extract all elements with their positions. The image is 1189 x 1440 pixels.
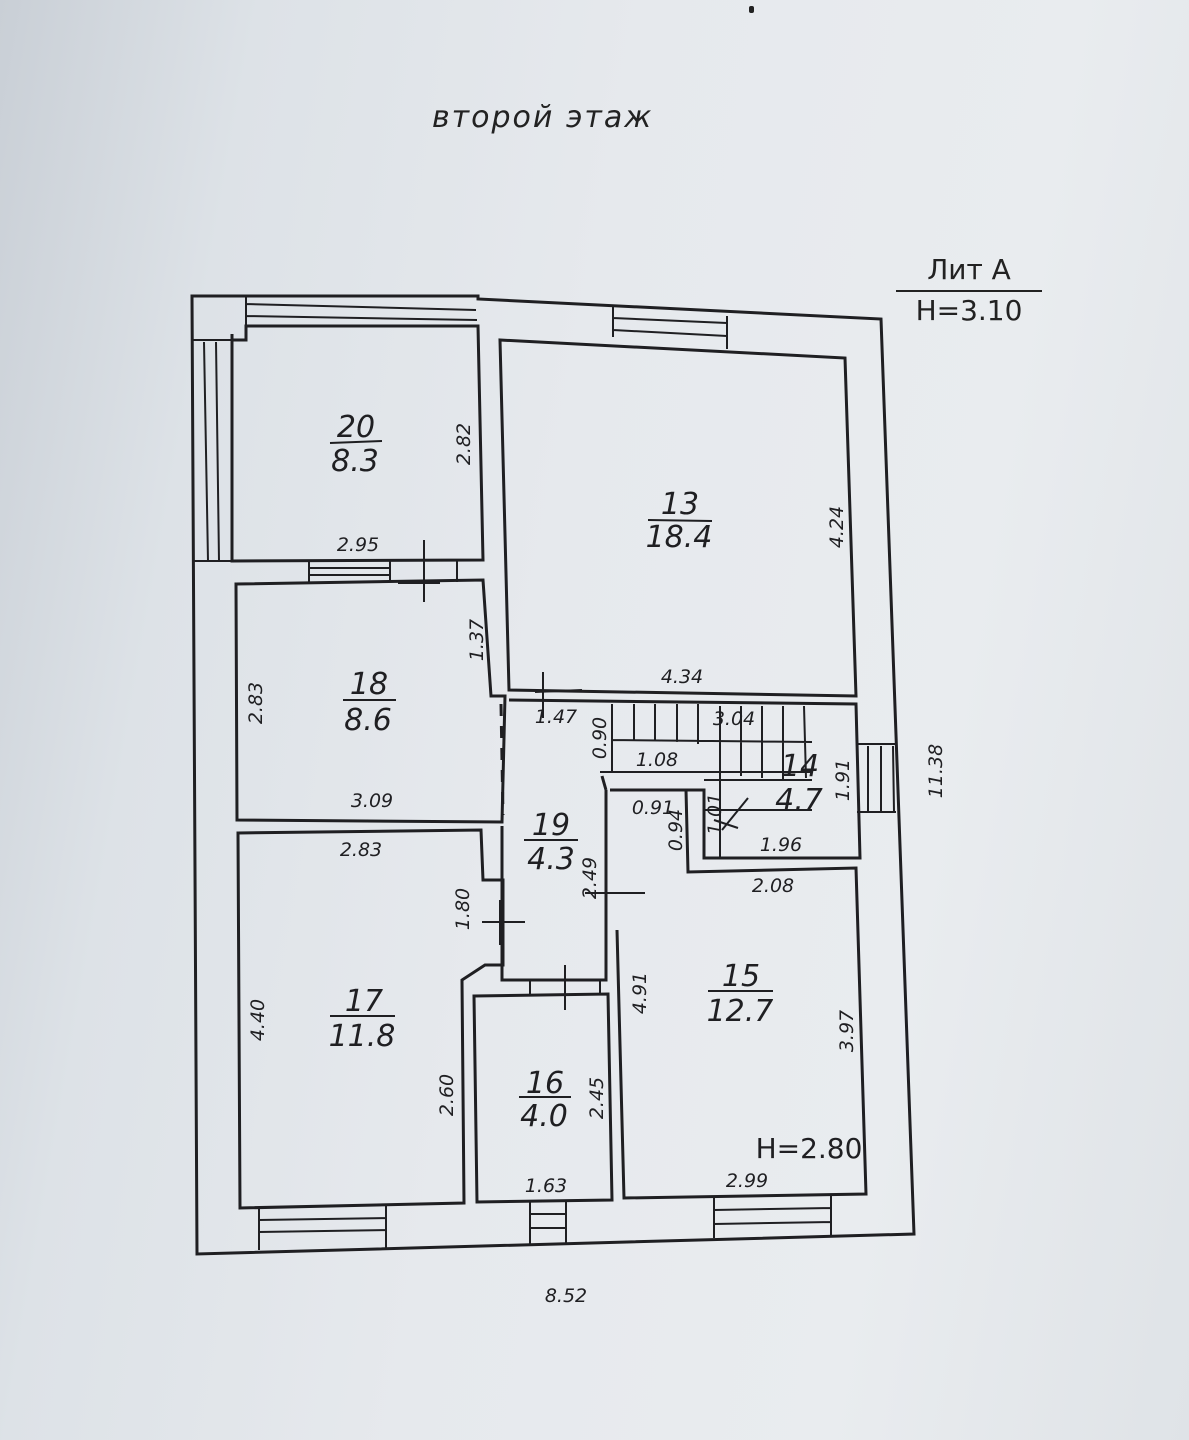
window-room-20-left	[192, 339, 232, 562]
dim-corridor-width: 1.47	[535, 706, 577, 728]
door-corridor	[534, 672, 583, 718]
dim-r17-bottom: 2.60	[436, 1074, 458, 1116]
dim-r15-right: 3.97	[836, 1010, 858, 1052]
corridor-outline	[508, 698, 862, 860]
window-room-15-bottom	[713, 1196, 832, 1238]
dim-corridor-b: 1.08	[636, 749, 678, 771]
dim-r19-b: 0.94	[665, 809, 687, 851]
lit-height: Н=3.10	[915, 294, 1023, 327]
room-area: 4.0	[520, 1099, 568, 1134]
room-label-17: 17 11.8	[329, 984, 396, 1054]
dim-r18-side: 1.37	[466, 619, 488, 661]
label-divider	[329, 440, 383, 444]
lit-label: Лит А Н=3.10	[896, 253, 1042, 327]
dim-r20-height: 2.82	[453, 423, 475, 465]
speck-mark	[749, 6, 754, 13]
window-room-17-bottom	[258, 1204, 387, 1250]
lit-divider	[896, 290, 1042, 292]
outer-wall-inner	[230, 324, 478, 340]
dim-r15-left: 4.91	[629, 972, 651, 1014]
floor-title: второй этаж	[432, 100, 654, 135]
window-stair-right	[857, 743, 896, 813]
dim-r16-width: 1.63	[525, 1175, 567, 1197]
label-divider	[647, 519, 713, 522]
room-15-outline	[614, 788, 868, 1200]
room-number: 13	[661, 487, 699, 522]
stair-steps	[600, 704, 813, 858]
room-number: 19	[532, 808, 570, 843]
dim-r17-side: 1.80	[452, 888, 474, 930]
window-room-16-bottom	[529, 1202, 567, 1244]
stair-arrow	[713, 797, 749, 831]
lit-name: Лит А	[927, 253, 1011, 286]
outer-wall-outer	[190, 294, 916, 1256]
dim-stair-height: 1.91	[832, 759, 854, 801]
room-16-outline	[472, 992, 614, 1204]
room-area: 4.7	[775, 783, 823, 818]
door-room-17	[482, 900, 525, 945]
dim-corridor-a: 0.90	[589, 717, 611, 759]
dim-r15-width: 2.08	[752, 875, 794, 897]
dim-r16-height: 2.45	[586, 1077, 608, 1119]
room-13-outline	[498, 338, 858, 698]
window-room-20-top	[245, 296, 478, 326]
room-label-15: 15 12.7	[707, 959, 774, 1029]
room-label-20: 20 8.3	[329, 410, 383, 479]
room-number: 20	[337, 410, 375, 445]
room-area: 11.8	[329, 1019, 396, 1054]
room-area: 12.7	[707, 994, 774, 1029]
room-label-16: 16 4.0	[519, 1066, 571, 1134]
dim-total-height: 11.38	[925, 744, 947, 798]
room-number: 14	[781, 749, 819, 784]
dim-r13-width: 4.34	[661, 666, 703, 688]
dim-r13-height: 4.24	[826, 506, 848, 548]
window-room-13-top	[612, 306, 728, 349]
partition-dashed	[499, 703, 505, 816]
dim-r20-width: 2.95	[337, 534, 379, 556]
room-area: 8.3	[331, 444, 379, 479]
room-label-19: 19 4.3	[524, 808, 578, 877]
room-label-13: 13 18.4	[646, 487, 713, 555]
dim-r18-width: 3.09	[351, 790, 393, 812]
room-15-height: Н=2.80	[756, 1132, 863, 1165]
door-room-18	[398, 540, 440, 602]
dim-r18-height: 2.83	[245, 682, 267, 724]
dim-stair-a: 1.01	[704, 793, 726, 835]
dim-stair-width: 3.04	[713, 708, 755, 730]
room-number: 15	[722, 959, 760, 994]
room-number: 18	[350, 667, 388, 702]
dim-r15-bottom: 2.99	[726, 1170, 768, 1192]
door-room-19	[585, 882, 645, 904]
dim-stair-b: 1.96	[760, 834, 802, 856]
room-area: 8.6	[344, 703, 392, 738]
dim-total-width: 8.52	[545, 1285, 587, 1307]
dim-r19-height: 2.49	[579, 857, 601, 899]
room-number: 17	[345, 984, 383, 1019]
door-room-16	[529, 965, 601, 1010]
dim-r17-width: 2.83	[340, 839, 382, 861]
dim-r19-a: 0.91	[632, 797, 674, 819]
room-area: 18.4	[646, 520, 713, 555]
dim-r17-height: 4.40	[247, 999, 269, 1041]
room-18-outline	[234, 578, 507, 824]
room-label-18: 18 8.6	[343, 667, 396, 738]
window-room-18-top	[308, 560, 458, 582]
room-number: 16	[526, 1066, 564, 1101]
room-area: 4.3	[527, 842, 575, 877]
room-label-14: 14 4.7	[775, 749, 823, 818]
room-17-outline	[236, 828, 505, 1210]
